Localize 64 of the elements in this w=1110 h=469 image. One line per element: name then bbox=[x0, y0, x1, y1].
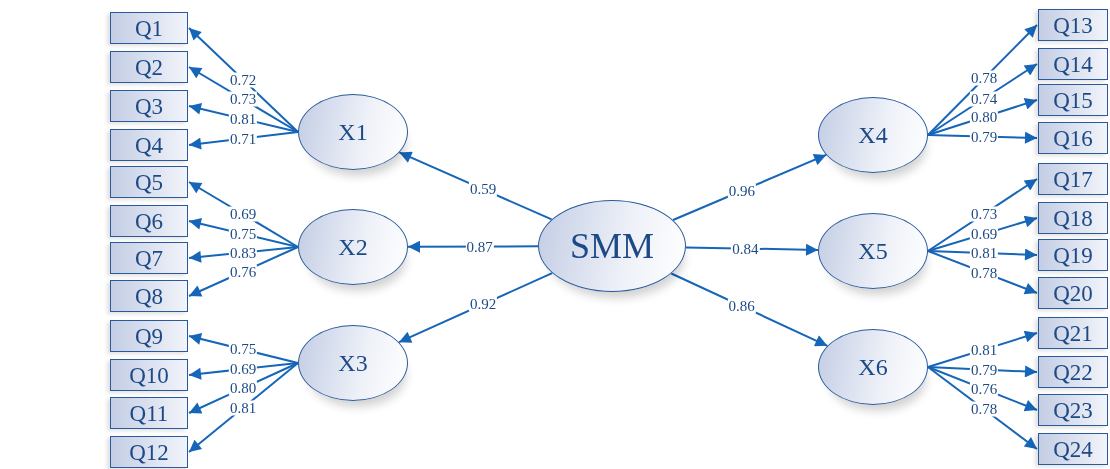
indicator-box: Q3 bbox=[110, 90, 188, 122]
arrow bbox=[188, 362, 299, 453]
edge-label: 0.79 bbox=[969, 362, 999, 378]
indicator-box: Q11 bbox=[110, 397, 188, 429]
indicator-box: Q4 bbox=[110, 129, 188, 161]
edge-label: 0.81 bbox=[228, 400, 258, 416]
edge-label: 0.71 bbox=[228, 131, 258, 147]
edge-label: 0.79 bbox=[969, 129, 999, 145]
latent-variable-ellipse: SMM bbox=[538, 200, 686, 292]
edge-label: 0.81 bbox=[228, 111, 258, 127]
latent-variable-ellipse: X2 bbox=[298, 209, 408, 285]
edge-label: 0.69 bbox=[228, 361, 258, 377]
edge-label: 0.75 bbox=[228, 341, 258, 357]
indicator-box: Q10 bbox=[110, 359, 188, 391]
arrow bbox=[927, 24, 1038, 136]
latent-variable-ellipse: X6 bbox=[818, 329, 928, 405]
indicator-box: Q15 bbox=[1038, 84, 1108, 116]
indicator-box: Q13 bbox=[1038, 9, 1108, 41]
edge-label: 0.59 bbox=[468, 181, 498, 197]
edge-label: 0.76 bbox=[969, 381, 999, 397]
indicator-box: Q17 bbox=[1038, 163, 1108, 195]
indicator-box: Q8 bbox=[110, 280, 188, 312]
edge-label: 0.78 bbox=[969, 401, 999, 417]
edge-label: 0.69 bbox=[228, 206, 258, 222]
indicator-box: Q7 bbox=[110, 242, 188, 274]
edge-label: 0.73 bbox=[228, 91, 258, 107]
edge-label: 0.78 bbox=[969, 71, 999, 86]
indicator-box: Q1 bbox=[110, 12, 188, 44]
latent-variable-ellipse: X5 bbox=[818, 213, 928, 289]
indicator-box: Q20 bbox=[1038, 277, 1108, 309]
indicator-box: Q16 bbox=[1038, 122, 1108, 154]
edge-label: 0.74 bbox=[969, 91, 999, 106]
indicator-box: Q24 bbox=[1038, 433, 1108, 465]
edge-label: 0.92 bbox=[469, 296, 498, 312]
edge-label: 0.86 bbox=[727, 298, 756, 314]
indicator-box: Q12 bbox=[110, 436, 188, 468]
indicator-box: Q23 bbox=[1038, 394, 1108, 426]
indicator-box: Q18 bbox=[1038, 202, 1108, 234]
indicator-box: Q22 bbox=[1038, 356, 1108, 388]
latent-variable-ellipse: X1 bbox=[298, 94, 408, 170]
indicator-box: Q14 bbox=[1038, 48, 1108, 80]
edge-label: 0.80 bbox=[228, 380, 258, 396]
edge-label: 0.76 bbox=[228, 264, 258, 280]
indicator-box: Q2 bbox=[110, 51, 188, 83]
edge-label: 0.81 bbox=[969, 342, 999, 358]
edge-label: 0.96 bbox=[727, 183, 757, 199]
edge-label: 0.72 bbox=[228, 72, 258, 87]
indicator-box: Q19 bbox=[1038, 239, 1108, 271]
edge-label: 0.78 bbox=[969, 265, 999, 281]
edge-label: 0.73 bbox=[969, 206, 999, 222]
arrow bbox=[188, 27, 299, 133]
edge-label: 0.69 bbox=[969, 226, 999, 242]
latent-variable-ellipse: X3 bbox=[298, 325, 408, 401]
edge-label: 0.75 bbox=[228, 226, 258, 242]
edge-label: 0.84 bbox=[731, 241, 760, 257]
indicator-box: Q9 bbox=[110, 320, 188, 352]
edge-label: 0.80 bbox=[969, 109, 999, 125]
latent-variable-ellipse: X4 bbox=[818, 97, 928, 173]
edge-label: 0.81 bbox=[969, 245, 999, 261]
indicator-box: Q21 bbox=[1038, 317, 1108, 349]
indicator-box: Q6 bbox=[110, 205, 188, 237]
indicator-box: Q5 bbox=[110, 166, 188, 198]
edge-label: 0.87 bbox=[465, 239, 494, 254]
edge-label: 0.83 bbox=[228, 245, 258, 261]
